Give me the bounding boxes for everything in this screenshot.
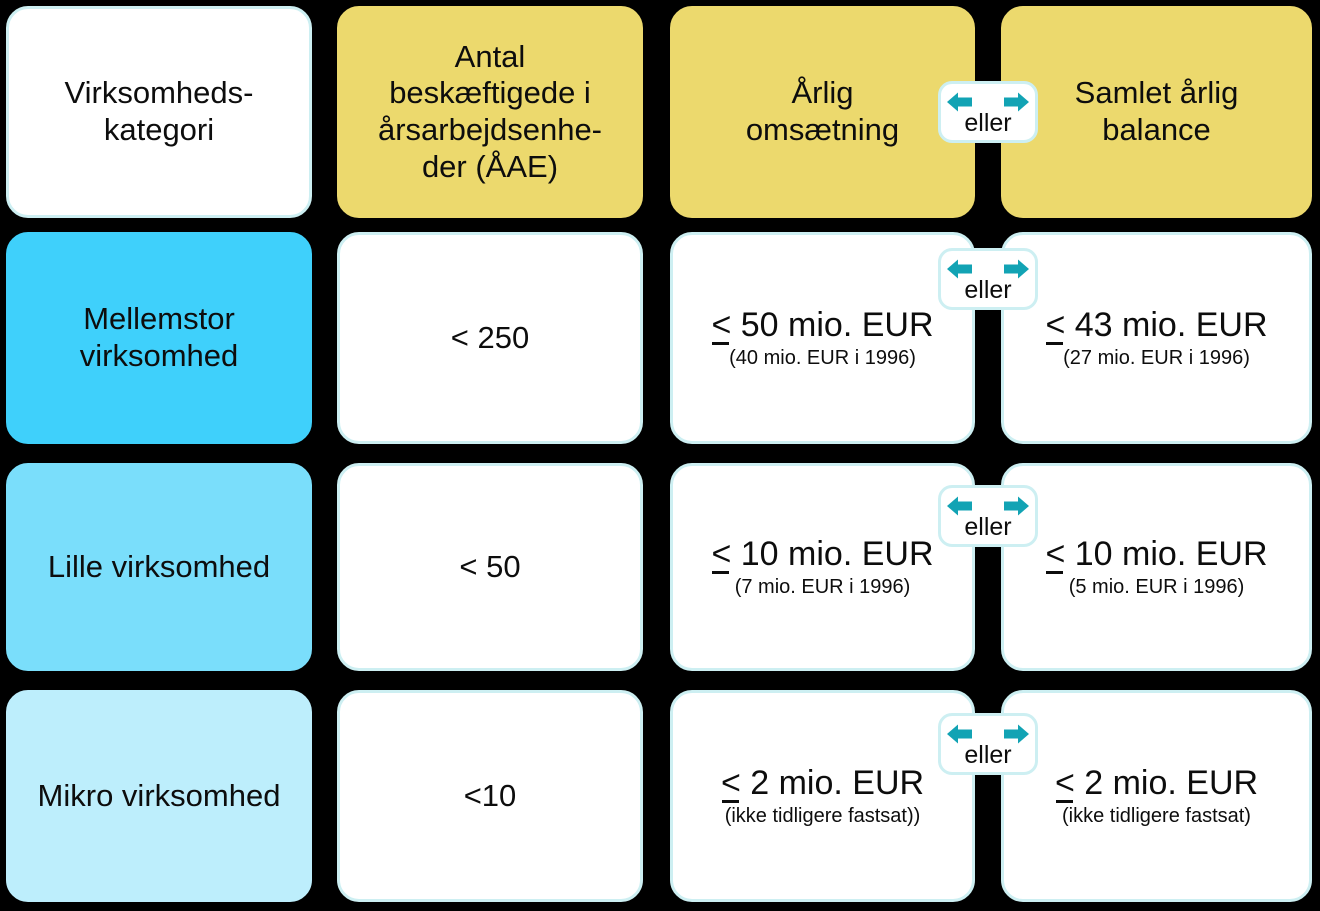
category-medium-line2: virksomhed — [79, 338, 239, 373]
arrow-left-icon — [947, 258, 973, 280]
balance-cell-small: < 10 mio. EUR (5 mio. EUR i 1996) — [1001, 463, 1312, 671]
header-turnover-line2: omsætning — [745, 112, 900, 147]
employees-medium-value: < 250 — [450, 319, 530, 355]
balance-micro-sub: (ikke tidligere fastsat) — [1062, 805, 1251, 828]
turnover-small-main: < 10 mio. EUR — [711, 534, 934, 575]
balance-small-sub: (5 mio. EUR i 1996) — [1068, 576, 1245, 599]
less-or-equal-icon: < — [1055, 763, 1075, 804]
header-employees-line3: årsarbejdsenhe- — [377, 112, 603, 147]
eller-connector-small: eller — [938, 485, 1038, 547]
less-or-equal-icon: < — [1045, 534, 1065, 575]
eller-connector-medium: eller — [938, 248, 1038, 310]
turnover-medium-value: 50 mio. EUR — [731, 306, 934, 345]
eller-label-small: eller — [964, 513, 1012, 541]
balance-cell-medium: < 43 mio. EUR (27 mio. EUR i 1996) — [1001, 232, 1312, 444]
eller-connector-header: eller — [938, 81, 1038, 143]
header-balance-line2: balance — [1102, 112, 1211, 147]
arrow-right-icon — [1003, 723, 1029, 745]
turnover-medium-main: < 50 mio. EUR — [711, 305, 934, 346]
employees-micro-value: <10 — [463, 777, 517, 813]
turnover-micro-value: 2 mio. EUR — [740, 764, 925, 803]
header-cell-balance: Samlet årlig balance — [1001, 6, 1312, 218]
balance-medium-sub: (27 mio. EUR i 1996) — [1063, 347, 1250, 370]
balance-small-main: < 10 mio. EUR — [1045, 534, 1268, 575]
header-employees-line1: Antal — [454, 38, 526, 74]
balance-small-value: 10 mio. EUR — [1065, 535, 1268, 574]
balance-micro-value: 2 mio. EUR — [1074, 764, 1259, 803]
header-cell-category: Virksomheds- kategori — [6, 6, 312, 218]
balance-medium-main: < 43 mio. EUR — [1045, 305, 1268, 346]
less-or-equal-icon: < — [721, 763, 741, 804]
turnover-small-value: 10 mio. EUR — [731, 535, 934, 574]
employees-cell-small: < 50 — [337, 463, 643, 671]
header-turnover-line1: Årlig — [791, 75, 854, 111]
employees-small-value: < 50 — [459, 548, 521, 584]
arrow-left-icon — [947, 495, 973, 517]
eller-label-header: eller — [964, 109, 1012, 137]
header-cell-turnover: Årlig omsætning — [670, 6, 975, 218]
header-cell-employees: Antal beskæftigede i årsarbejdsenhe- der… — [337, 6, 643, 218]
turnover-cell-medium: < 50 mio. EUR (40 mio. EUR i 1996) — [670, 232, 975, 444]
category-cell-medium: Mellemstor virksomhed — [6, 232, 312, 444]
header-balance-line1: Samlet årlig — [1074, 75, 1239, 111]
employees-cell-micro: <10 — [337, 690, 643, 902]
header-employees-line4: der (ÅAE) — [421, 148, 559, 184]
turnover-cell-micro: < 2 mio. EUR (ikke tidligere fastsat)) — [670, 690, 975, 902]
turnover-micro-sub: (ikke tidligere fastsat)) — [724, 805, 921, 828]
category-cell-micro: Mikro virksomhed — [6, 690, 312, 902]
header-category-line2: kategori — [103, 112, 215, 147]
eller-label-medium: eller — [964, 276, 1012, 304]
less-or-equal-icon: < — [1045, 305, 1065, 346]
turnover-medium-sub: (40 mio. EUR i 1996) — [729, 347, 916, 370]
balance-cell-micro: < 2 mio. EUR (ikke tidligere fastsat) — [1001, 690, 1312, 902]
balance-micro-main: < 2 mio. EUR — [1055, 763, 1258, 804]
balance-medium-value: 43 mio. EUR — [1065, 306, 1268, 345]
arrow-left-icon — [947, 723, 973, 745]
header-employees-line2: beskæftigede i — [389, 75, 591, 111]
category-cell-small: Lille virksomhed — [6, 463, 312, 671]
header-category-line1: Virksomheds- — [64, 75, 254, 111]
arrow-right-icon — [1003, 258, 1029, 280]
category-micro-line1: Mikro virksomhed — [37, 777, 281, 813]
employees-cell-medium: < 250 — [337, 232, 643, 444]
category-medium-line1: Mellemstor — [83, 301, 235, 337]
less-or-equal-icon: < — [711, 305, 731, 346]
arrow-right-icon — [1003, 495, 1029, 517]
eller-connector-micro: eller — [938, 713, 1038, 775]
arrow-right-icon — [1003, 91, 1029, 113]
less-or-equal-icon: < — [711, 534, 731, 575]
arrow-left-icon — [947, 91, 973, 113]
turnover-cell-small: < 10 mio. EUR (7 mio. EUR i 1996) — [670, 463, 975, 671]
turnover-micro-main: < 2 mio. EUR — [721, 763, 924, 804]
eller-label-micro: eller — [964, 741, 1012, 769]
category-small-line1: Lille virksomhed — [47, 548, 271, 584]
turnover-small-sub: (7 mio. EUR i 1996) — [734, 576, 911, 599]
